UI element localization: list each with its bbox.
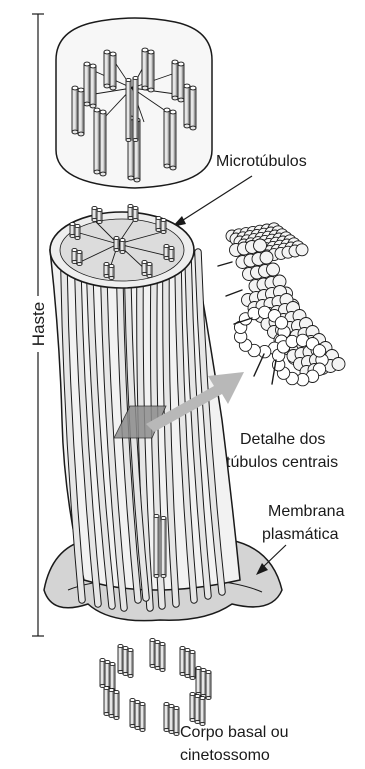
top-doublet-tubule [110, 52, 116, 90]
basal-triplet-tubule [110, 662, 115, 691]
ring-doublet [97, 208, 102, 223]
basal-triplet-tubule [190, 650, 195, 679]
ring-doublet [156, 216, 161, 231]
tubulin-subunit [254, 239, 267, 252]
top-doublet-tubule [178, 62, 184, 102]
ring-doublet [142, 260, 147, 275]
top-doublet-tubule [148, 50, 154, 92]
ring-doublet [169, 246, 174, 261]
basal-triplet-tubule [105, 660, 110, 689]
top-doublet-tubule [104, 50, 110, 88]
basal-triplet-tubule [118, 644, 123, 673]
basal-triplet-tubule [185, 648, 190, 677]
basal-triplet-tubule [169, 704, 174, 733]
top-central-tubule [133, 76, 138, 141]
top-doublet-tubule [184, 84, 190, 128]
top-doublet-tubule [172, 60, 178, 100]
ring-doublet [147, 262, 152, 277]
ring-doublet [128, 204, 133, 219]
tubulin-subunit [267, 263, 280, 276]
basal-body [100, 638, 211, 735]
basal-triplet-tubule [114, 690, 119, 719]
top-doublet-tubule [84, 62, 90, 106]
top-doublet-tubule [94, 108, 100, 174]
basal-triplet-tubule [109, 688, 114, 717]
basal-triplet-tubule [135, 700, 140, 729]
corpo-label-line2: cinetossomo [180, 747, 270, 764]
basal-triplet-tubule [123, 646, 128, 675]
central-tubules-detail [218, 223, 345, 386]
inner-short-rod [161, 516, 166, 577]
tubulin-subunit [260, 251, 273, 264]
haste-label: Haste [29, 302, 48, 346]
ring-central [114, 236, 119, 251]
basal-triplet-tubule [180, 646, 185, 675]
top-doublet-tubule [164, 108, 170, 168]
corpo-label-line1: Corpo basal ou [180, 724, 289, 741]
basal-triplet-tubule [201, 668, 206, 697]
detalhe-label-line1: Detalhe dos [240, 431, 325, 448]
ring-doublet [77, 250, 82, 265]
basal-triplet-tubule [155, 640, 160, 669]
top-doublet-tubule [190, 86, 196, 130]
basal-triplet-tubule [196, 666, 201, 695]
top-doublet-tubule [170, 110, 176, 170]
basal-triplet-tubule [200, 696, 205, 725]
inner-short-rod [154, 514, 159, 577]
ring-doublet [92, 206, 97, 221]
basal-triplet-tubule [195, 694, 200, 723]
ring-central [120, 238, 125, 253]
basal-triplet-tubule [150, 638, 155, 667]
tubulin-subunit [296, 244, 308, 256]
ring-doublet [104, 262, 109, 277]
top-doublet-tubule [72, 86, 78, 134]
top-doublet-tubule [90, 64, 96, 108]
ring-doublet [133, 206, 138, 221]
top-doublet-tubule [78, 88, 84, 136]
basal-triplet-tubule [128, 648, 133, 677]
microtubulos-label: Microtúbulos [216, 153, 307, 170]
basal-triplet-tubule [190, 692, 195, 721]
basal-triplet-tubule [130, 698, 135, 727]
tubulin-subunit [275, 317, 287, 329]
top-cross-section [56, 18, 212, 188]
ring-doublet [70, 222, 75, 237]
basal-triplet-tubule [104, 686, 109, 715]
top-central-tubule [126, 78, 131, 141]
basal-triplet-tubule [206, 670, 211, 699]
detalhe-label-line2: túbulos centrais [226, 454, 338, 471]
ring-doublet [109, 264, 114, 279]
basal-triplet-tubule [140, 702, 145, 731]
tubulin-subunit [332, 358, 345, 371]
microtubulos-pointer [172, 176, 252, 227]
membrana-label-line1: Membrana [268, 503, 345, 520]
basal-triplet-tubule [100, 658, 105, 687]
basal-triplet-tubule [164, 702, 169, 731]
tubulin-subunit [313, 345, 325, 357]
ring-doublet [164, 244, 169, 259]
top-doublet-tubule [100, 110, 106, 176]
ring-doublet [75, 224, 80, 239]
ring-doublet [72, 248, 77, 263]
basal-triplet-tubule [174, 706, 179, 735]
basal-triplet-tubule [160, 642, 165, 671]
ring-doublet [161, 218, 166, 233]
top-doublet-tubule [142, 48, 148, 90]
membrana-label-line2: plasmática [262, 526, 339, 543]
